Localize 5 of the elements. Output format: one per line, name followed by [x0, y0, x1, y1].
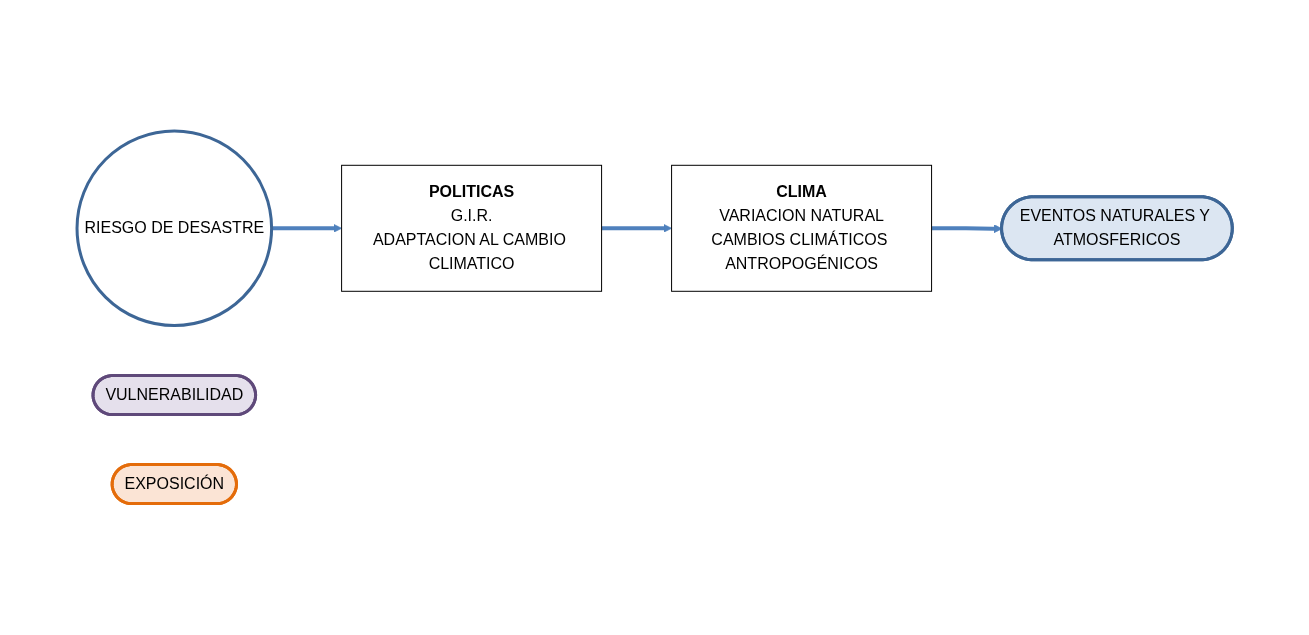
node-circle: RIESGO DE DESASTRE	[75, 129, 273, 328]
arrow	[271, 224, 342, 233]
node-box: CLIMA VARIACION NATURAL CAMBIOS CLIMÁTICOS ANTROPOGÉNICOS	[670, 165, 932, 292]
arrow	[601, 224, 672, 233]
node-box: POLITICAS G.I.R. ADAPTACION AL CAMBIO CLIMATICO	[340, 165, 602, 292]
